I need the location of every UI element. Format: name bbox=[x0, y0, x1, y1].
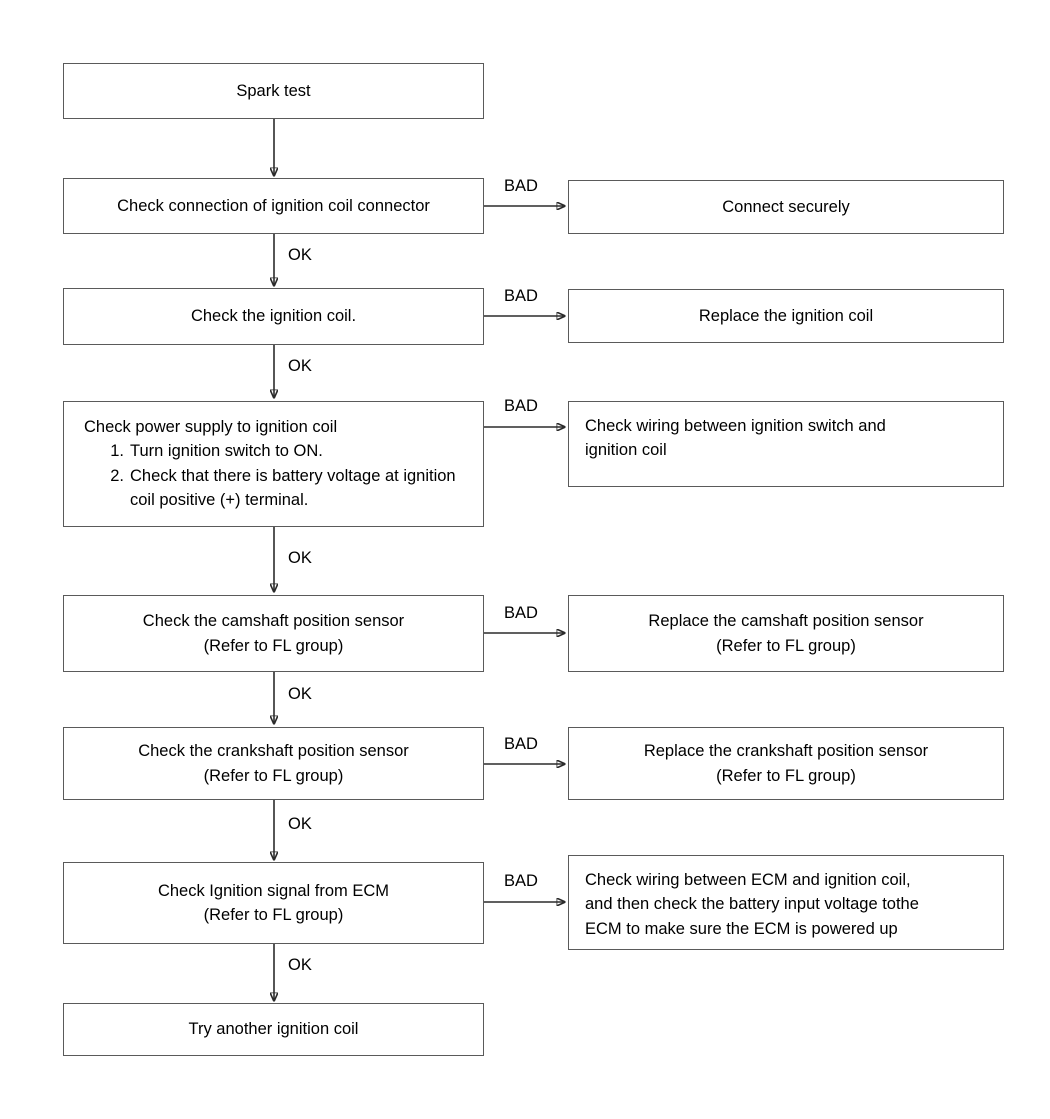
edge-label-bad-4: BAD bbox=[504, 604, 538, 622]
node-replace-camshaft-sensor-line-1: Replace the camshaft position sensor bbox=[648, 612, 924, 631]
node-check-power-supply[interactable]: Check power supply to ignition coil Turn… bbox=[63, 401, 484, 527]
node-check-camshaft-sensor-line-1: Check the camshaft position sensor bbox=[142, 612, 405, 631]
node-check-ecm-wiring-line-2: and then check the battery input voltage… bbox=[585, 895, 919, 914]
edge-label-ok-2: OK bbox=[288, 357, 312, 375]
edge-label-bad-1: BAD bbox=[504, 177, 538, 195]
node-try-another-coil[interactable]: Try another ignition coil bbox=[63, 1003, 484, 1056]
node-try-another-coil-label: Try another ignition coil bbox=[188, 1020, 359, 1039]
node-spark-test[interactable]: Spark test bbox=[63, 63, 484, 119]
node-check-wiring-ignition-switch-line-2: ignition coil bbox=[585, 441, 667, 460]
node-check-ecm-wiring-line-3: ECM to make sure the ECM is powered up bbox=[585, 919, 898, 938]
node-connect-securely[interactable]: Connect securely bbox=[568, 180, 1004, 234]
edge-label-ok-6: OK bbox=[288, 956, 312, 974]
node-check-ecm-wiring[interactable]: Check wiring between ECM and ignition co… bbox=[568, 855, 1004, 950]
node-replace-crankshaft-sensor-line-1: Replace the crankshaft position sensor bbox=[643, 742, 929, 761]
power-supply-step-1: Turn ignition switch to ON. bbox=[102, 439, 473, 464]
node-replace-ignition-coil-label: Replace the ignition coil bbox=[698, 306, 874, 325]
edge-label-ok-4: OK bbox=[288, 685, 312, 703]
edge-label-bad-3: BAD bbox=[504, 397, 538, 415]
power-supply-step-1-text: Turn ignition switch to ON. bbox=[130, 442, 323, 461]
node-spark-test-label: Spark test bbox=[236, 81, 311, 100]
edge-label-bad-2: BAD bbox=[504, 287, 538, 305]
node-check-camshaft-sensor[interactable]: Check the camshaft position sensor (Refe… bbox=[63, 595, 484, 672]
edge-label-ok-5: OK bbox=[288, 815, 312, 833]
node-replace-camshaft-sensor-line-2: (Refer to FL group) bbox=[716, 636, 856, 655]
node-replace-crankshaft-sensor-line-2: (Refer to FL group) bbox=[716, 766, 856, 785]
node-check-power-supply-heading: Check power supply to ignition coil bbox=[84, 418, 338, 436]
node-check-connector-label: Check connection of ignition coil connec… bbox=[117, 196, 430, 215]
power-supply-step-2: Check that there is battery voltage at i… bbox=[102, 464, 473, 513]
node-check-wiring-ignition-switch[interactable]: Check wiring between ignition switch and… bbox=[568, 401, 1004, 487]
power-supply-step-2-text: Check that there is battery voltage at i… bbox=[130, 466, 456, 510]
node-check-crankshaft-sensor[interactable]: Check the crankshaft position sensor (Re… bbox=[63, 727, 484, 800]
node-check-crankshaft-sensor-line-1: Check the crankshaft position sensor bbox=[138, 742, 409, 761]
node-check-wiring-ignition-switch-line-1: Check wiring between ignition switch and bbox=[585, 417, 886, 435]
node-check-ecm-signal[interactable]: Check Ignition signal from ECM (Refer to… bbox=[63, 862, 484, 944]
edge-label-ok-3: OK bbox=[288, 549, 312, 567]
node-replace-crankshaft-sensor[interactable]: Replace the crankshaft position sensor (… bbox=[568, 727, 1004, 800]
node-check-ignition-coil[interactable]: Check the ignition coil. bbox=[63, 288, 484, 345]
node-check-camshaft-sensor-line-2: (Refer to FL group) bbox=[203, 636, 344, 655]
node-check-ecm-wiring-line-1: Check wiring between ECM and ignition co… bbox=[585, 871, 911, 889]
node-connect-securely-label: Connect securely bbox=[722, 197, 850, 216]
power-supply-steps: Turn ignition switch to ON. Check that t… bbox=[84, 439, 473, 512]
node-replace-ignition-coil[interactable]: Replace the ignition coil bbox=[568, 289, 1004, 343]
node-check-ecm-signal-line-1: Check Ignition signal from ECM bbox=[157, 881, 390, 900]
edge-label-bad-5: BAD bbox=[504, 735, 538, 753]
node-check-crankshaft-sensor-line-2: (Refer to FL group) bbox=[203, 766, 344, 785]
node-check-ignition-coil-label: Check the ignition coil. bbox=[190, 307, 357, 326]
node-check-ecm-signal-line-2: (Refer to FL group) bbox=[203, 906, 344, 924]
edge-label-bad-6: BAD bbox=[504, 872, 538, 890]
edge-label-ok-1: OK bbox=[288, 246, 312, 264]
node-check-connector[interactable]: Check connection of ignition coil connec… bbox=[63, 178, 484, 234]
node-replace-camshaft-sensor[interactable]: Replace the camshaft position sensor (Re… bbox=[568, 595, 1004, 672]
